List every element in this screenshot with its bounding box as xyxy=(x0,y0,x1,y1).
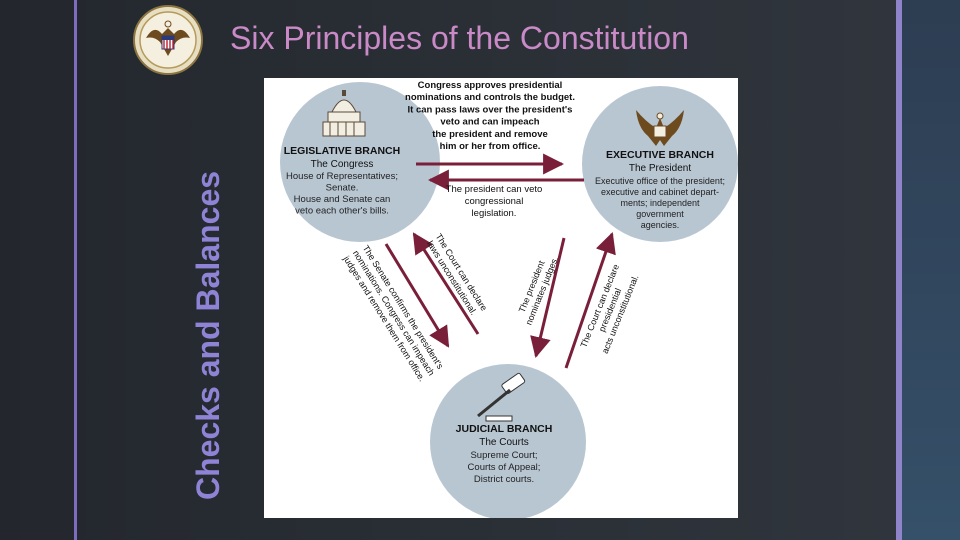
legislative-description: House of Representatives;Senate.House an… xyxy=(286,171,398,217)
legislative-description-line: House and Senate can xyxy=(294,194,391,205)
right-accent-rail xyxy=(896,0,902,540)
president-checks-congress-text-line: congressional xyxy=(465,196,524,207)
judicial-circle xyxy=(430,364,586,520)
congress-checks-president-text-line: veto and can impeach xyxy=(440,117,539,128)
president-checks-congress-text-line: legislation. xyxy=(472,208,517,219)
president-checks-congress-text-line: The president can veto xyxy=(446,184,543,195)
legislative-description-line: veto each other's bills. xyxy=(295,206,389,217)
arrow-president-to-court xyxy=(530,237,566,359)
arrow-court-to-president xyxy=(564,232,616,369)
legislative-heading: LEGISLATIVE BRANCH xyxy=(284,145,400,157)
president-checks-congress-text: The president can vetocongressionallegis… xyxy=(446,184,543,219)
judicial-description-line: Supreme Court; xyxy=(470,450,537,461)
legislative-circle xyxy=(280,82,440,242)
judicial-subheading: The Courts xyxy=(479,437,528,448)
arrow-court-to-congress xyxy=(412,232,480,335)
right-decorative-panel xyxy=(902,0,960,540)
congress-checks-president-text-line: him or her from office. xyxy=(440,141,541,152)
legislative-description-line: Senate. xyxy=(326,183,359,194)
gavel-icon xyxy=(477,372,526,422)
legislative-subheading: The Congress xyxy=(311,159,374,170)
senate-checks-court-text: The Senate confirms the president'snomin… xyxy=(341,243,446,383)
congress-checks-president-text-line: nominations and controls the budget. xyxy=(405,92,575,103)
congress-checks-president-text-line: the president and remove xyxy=(432,129,548,140)
congress-checks-president-text-line: Congress approves presidential xyxy=(418,80,563,91)
eagle-icon xyxy=(636,110,684,146)
executive-description-line: agencies. xyxy=(641,220,680,230)
executive-description-line: ments; independent xyxy=(620,198,700,208)
senate-checks-court-text-line: nominations. Congress can impeach xyxy=(351,249,437,378)
judicial-description-line: District courts. xyxy=(474,474,534,485)
executive-description-line: Executive office of the president; xyxy=(595,176,725,186)
congress-checks-president-text: Congress approves presidentialnomination… xyxy=(405,80,575,152)
executive-heading: EXECUTIVE BRANCH xyxy=(606,149,714,161)
legislative-description-line: House of Representatives; xyxy=(286,171,398,182)
slide-title: Six Principles of the Constitution xyxy=(230,20,689,56)
judicial-heading: JUDICIAL BRANCH xyxy=(456,423,553,435)
capitol-dome-icon xyxy=(322,90,366,137)
judicial-description: Supreme Court;Courts of Appeal;District … xyxy=(468,450,541,485)
left-accent-rail xyxy=(74,0,77,540)
executive-description-line: executive and cabinet depart- xyxy=(601,187,719,197)
executive-circle xyxy=(582,86,738,242)
judicial-description-line: Courts of Appeal; xyxy=(468,462,541,473)
congress-checks-president-text-line: It can pass laws over the president's xyxy=(408,104,573,115)
executive-subheading: The President xyxy=(629,163,691,174)
checks-and-balances-diagram: LEGISLATIVE BRANCH The Congress House of… xyxy=(264,78,738,520)
vertical-side-title: Checks and Balances xyxy=(190,170,226,500)
executive-description-line: government xyxy=(636,209,684,219)
great-seal-icon xyxy=(133,5,203,75)
executive-description: Executive office of the president;execut… xyxy=(595,176,725,230)
arrow-senate-to-court xyxy=(384,243,450,348)
